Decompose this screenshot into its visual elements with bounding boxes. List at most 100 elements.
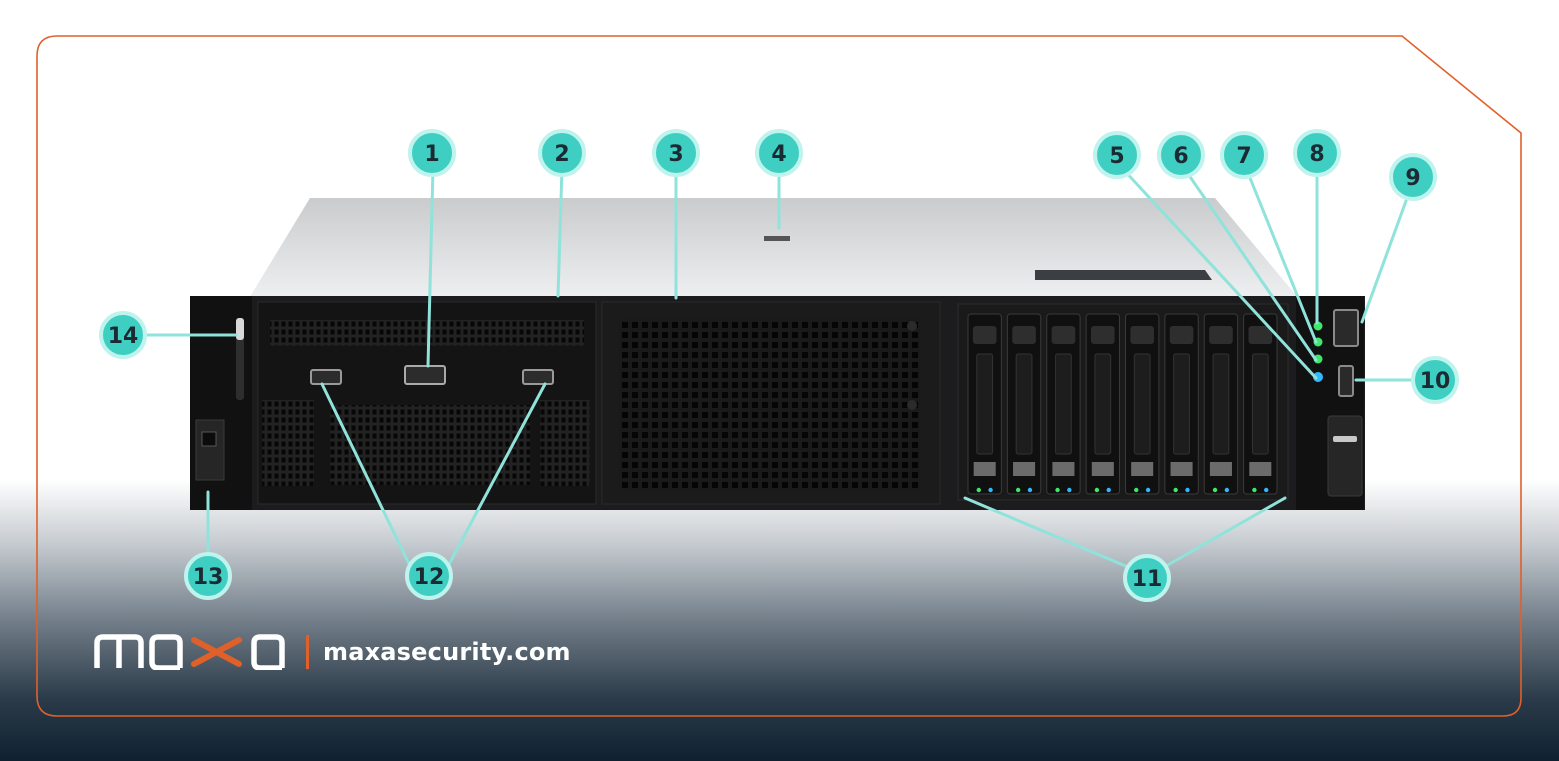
callout-6-number: 6 bbox=[1173, 144, 1188, 169]
power-button-housing bbox=[195, 419, 225, 481]
drive-status-led bbox=[1015, 487, 1021, 493]
left-lower-grill-a bbox=[262, 400, 314, 486]
left-lower-grill-c bbox=[540, 400, 590, 486]
frame-border bbox=[36, 35, 1522, 717]
center-bay-screw-mid bbox=[907, 400, 917, 410]
power-button bbox=[201, 431, 217, 447]
drive-bay bbox=[1085, 313, 1120, 495]
drive-bay bbox=[1046, 313, 1081, 495]
drive-grip bbox=[1170, 462, 1193, 476]
drive-bay bbox=[1203, 313, 1239, 495]
drive-grip bbox=[1091, 462, 1114, 476]
drive-release-latch bbox=[1051, 326, 1076, 344]
right-ear-handle bbox=[1327, 415, 1363, 497]
drive-status-led bbox=[1264, 487, 1269, 493]
drive-handle bbox=[976, 353, 994, 455]
top-cover-label bbox=[764, 236, 790, 241]
callout-4-number: 4 bbox=[771, 142, 786, 167]
drive-status-led bbox=[1094, 487, 1100, 493]
chassis-top-cover bbox=[248, 198, 1300, 300]
brand-separator bbox=[306, 635, 309, 669]
drive-status-led bbox=[1145, 487, 1151, 493]
callout-9-number: 9 bbox=[1405, 166, 1420, 191]
left-lower-grill-b bbox=[330, 405, 530, 485]
front-usb-port bbox=[1338, 365, 1354, 397]
drive-grip bbox=[1131, 462, 1154, 476]
callout-6: 6 bbox=[1157, 131, 1205, 179]
drive-status-led bbox=[1027, 487, 1033, 493]
chassis-top-shade bbox=[1035, 270, 1212, 280]
callout-14: 14 bbox=[99, 311, 147, 359]
callout-13-number: 13 bbox=[193, 565, 224, 590]
center-bay-screw-top bbox=[907, 321, 917, 331]
right-ear-label bbox=[1333, 436, 1357, 442]
brand-footer: maxasecurity.com bbox=[94, 630, 571, 674]
callout-4: 4 bbox=[755, 129, 803, 177]
drive-status-led bbox=[988, 487, 993, 493]
website-url: maxasecurity.com bbox=[323, 638, 571, 666]
drive-handle bbox=[1212, 353, 1230, 455]
drive-status-led bbox=[1106, 487, 1111, 493]
callout-10: 10 bbox=[1411, 356, 1459, 404]
callout-2: 2 bbox=[538, 129, 586, 177]
callout-5: 5 bbox=[1093, 131, 1141, 179]
callout-9: 9 bbox=[1389, 153, 1437, 201]
drive-status-led bbox=[1224, 487, 1230, 493]
drive-status-led bbox=[1212, 487, 1218, 493]
callout-5-number: 5 bbox=[1109, 144, 1124, 169]
center-bay-grill bbox=[620, 318, 920, 492]
callout-12-number: 12 bbox=[414, 565, 445, 590]
drive-handle bbox=[1055, 353, 1072, 455]
drive-bay bbox=[1006, 313, 1042, 495]
callout-11: 11 bbox=[1123, 554, 1171, 602]
drive-status-led bbox=[1067, 487, 1072, 493]
drive-grip bbox=[1249, 462, 1272, 476]
callout-3: 3 bbox=[652, 129, 700, 177]
callout-11-number: 11 bbox=[1132, 567, 1163, 592]
drive-grip bbox=[1052, 462, 1075, 476]
callout-1-number: 1 bbox=[424, 142, 439, 167]
drive-status-led bbox=[1252, 487, 1257, 493]
callouts: 1 2 3 4 5 6 7 8 9 10 11 12 13 14 bbox=[99, 129, 1459, 602]
drive-grip bbox=[973, 462, 996, 476]
callout-3-number: 3 bbox=[668, 142, 683, 167]
drive-status-led bbox=[1134, 487, 1139, 493]
usb-port-right bbox=[522, 369, 554, 385]
callout-8-number: 8 bbox=[1309, 142, 1324, 167]
maxa-logo bbox=[94, 634, 285, 670]
ilo-service-port bbox=[1333, 309, 1359, 347]
drive-handle bbox=[1173, 353, 1190, 455]
callout-7-number: 7 bbox=[1236, 144, 1251, 169]
drive-bay bbox=[1125, 313, 1160, 495]
callout-2-number: 2 bbox=[554, 142, 569, 167]
drive-grip bbox=[1013, 462, 1036, 476]
drive-status-led bbox=[1173, 487, 1178, 493]
pull-tab-tip bbox=[236, 318, 244, 340]
drive-release-latch bbox=[972, 326, 997, 344]
drive-status-led bbox=[976, 487, 981, 493]
usb-port-left bbox=[310, 369, 342, 385]
drive-release-latch bbox=[1012, 326, 1036, 344]
callout-7: 7 bbox=[1220, 131, 1268, 179]
callout-13: 13 bbox=[184, 552, 232, 600]
drive-release-latch bbox=[1130, 326, 1154, 344]
drive-bay bbox=[1164, 313, 1199, 495]
power-led bbox=[1313, 372, 1323, 382]
callout-1: 1 bbox=[408, 129, 456, 177]
drive-release-latch bbox=[1169, 326, 1194, 344]
leader-lines bbox=[138, 166, 1415, 572]
drive-grip bbox=[1209, 462, 1232, 476]
drive-status-led bbox=[1055, 487, 1060, 493]
callout-12: 12 bbox=[405, 552, 453, 600]
drive-handle bbox=[1133, 353, 1151, 455]
display-port bbox=[404, 365, 446, 385]
optical-bay-vent bbox=[270, 320, 584, 346]
drive-handle bbox=[1015, 353, 1033, 455]
callout-10-number: 10 bbox=[1420, 369, 1451, 394]
drive-handle bbox=[1094, 353, 1112, 455]
drive-bay bbox=[967, 313, 1002, 495]
drive-release-latch bbox=[1091, 326, 1115, 344]
drive-release-latch bbox=[1248, 326, 1273, 344]
